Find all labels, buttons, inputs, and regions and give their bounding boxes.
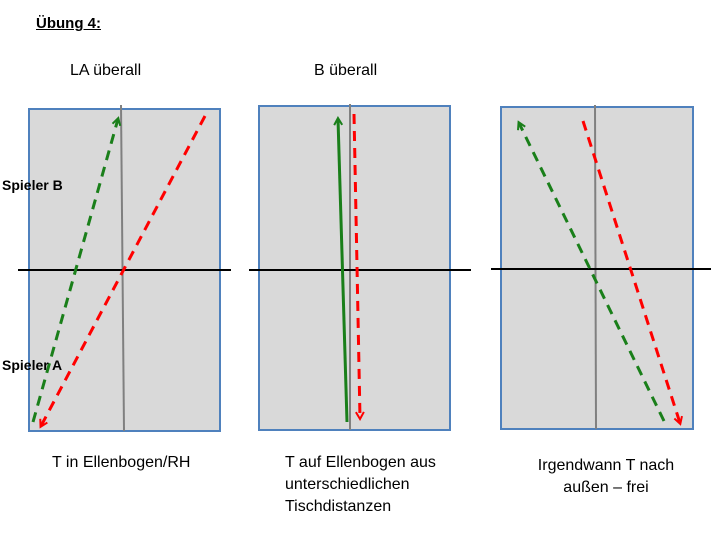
table-surface (258, 105, 451, 431)
table-panel-2 (249, 104, 471, 431)
center-line (120, 104, 125, 432)
player-a-label: Spieler A (2, 357, 63, 373)
table-panel-1 (18, 104, 231, 432)
panel-3-caption: Irgendwann T nach außen – frei (537, 457, 675, 496)
exercise-title: Übung 4: (36, 15, 101, 32)
green-solid-stroke (338, 119, 349, 423)
panel-2-heading: B überall (314, 62, 378, 79)
red-dashed-stroke (41, 115, 207, 426)
panel-1-caption: T in Ellenbogen/RH (52, 454, 191, 471)
red-dashed-stroke (581, 120, 680, 423)
center-line (594, 104, 597, 430)
panel-2-caption: T auf Ellenbogen aus unterschiedlichen T… (285, 454, 436, 515)
green-dashed-stroke (31, 119, 118, 423)
table-panel-3 (491, 104, 711, 430)
green-dashed-stroke (519, 123, 666, 422)
player-b-label: Spieler B (2, 177, 63, 193)
panel-1-heading: LA überall (70, 62, 142, 79)
